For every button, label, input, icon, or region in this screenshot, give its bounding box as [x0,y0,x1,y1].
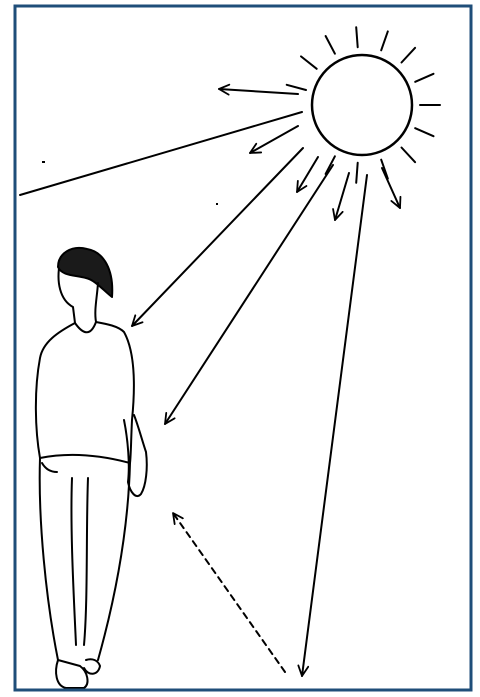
arrow-short-3 [382,168,400,208]
sun-ray [381,31,388,50]
person-hair [58,248,112,297]
stray-marks [42,161,218,205]
arrow-to-ground [302,175,367,676]
arrow-short-2 [335,173,349,220]
sun-ray [326,36,335,54]
ray-to-frame-edge [20,112,302,195]
person-left-leg [40,458,58,660]
person-right-foot [84,659,100,674]
person-figure [36,248,147,688]
sun-disc [312,55,412,155]
sun-ray [301,56,317,68]
sun-ray [356,27,358,47]
light-arrows [20,89,400,676]
person-inner-leg-2 [84,478,88,645]
person-right-leg [98,463,130,660]
sun-ray [415,74,433,82]
arrow-left-lower [250,126,298,153]
person-inner-leg [71,478,76,645]
sun-icon [287,27,440,183]
sun-ray [402,48,416,63]
person-face-back [95,283,98,322]
arrow-short-1 [297,157,318,192]
sun-ray [415,128,433,136]
person-waistband [40,455,130,463]
person-arm [124,415,147,496]
sun-ray [356,163,358,183]
arrow-to-head [132,148,303,326]
reflected-arrow-dashed [173,513,285,672]
arrow-left-upper [219,89,298,94]
person-left-foot [56,660,87,688]
sun-ray [287,85,306,90]
person-pocket [42,463,57,472]
person-collar [75,322,96,332]
person-torso-left [36,323,75,458]
sun-ray [402,148,416,163]
